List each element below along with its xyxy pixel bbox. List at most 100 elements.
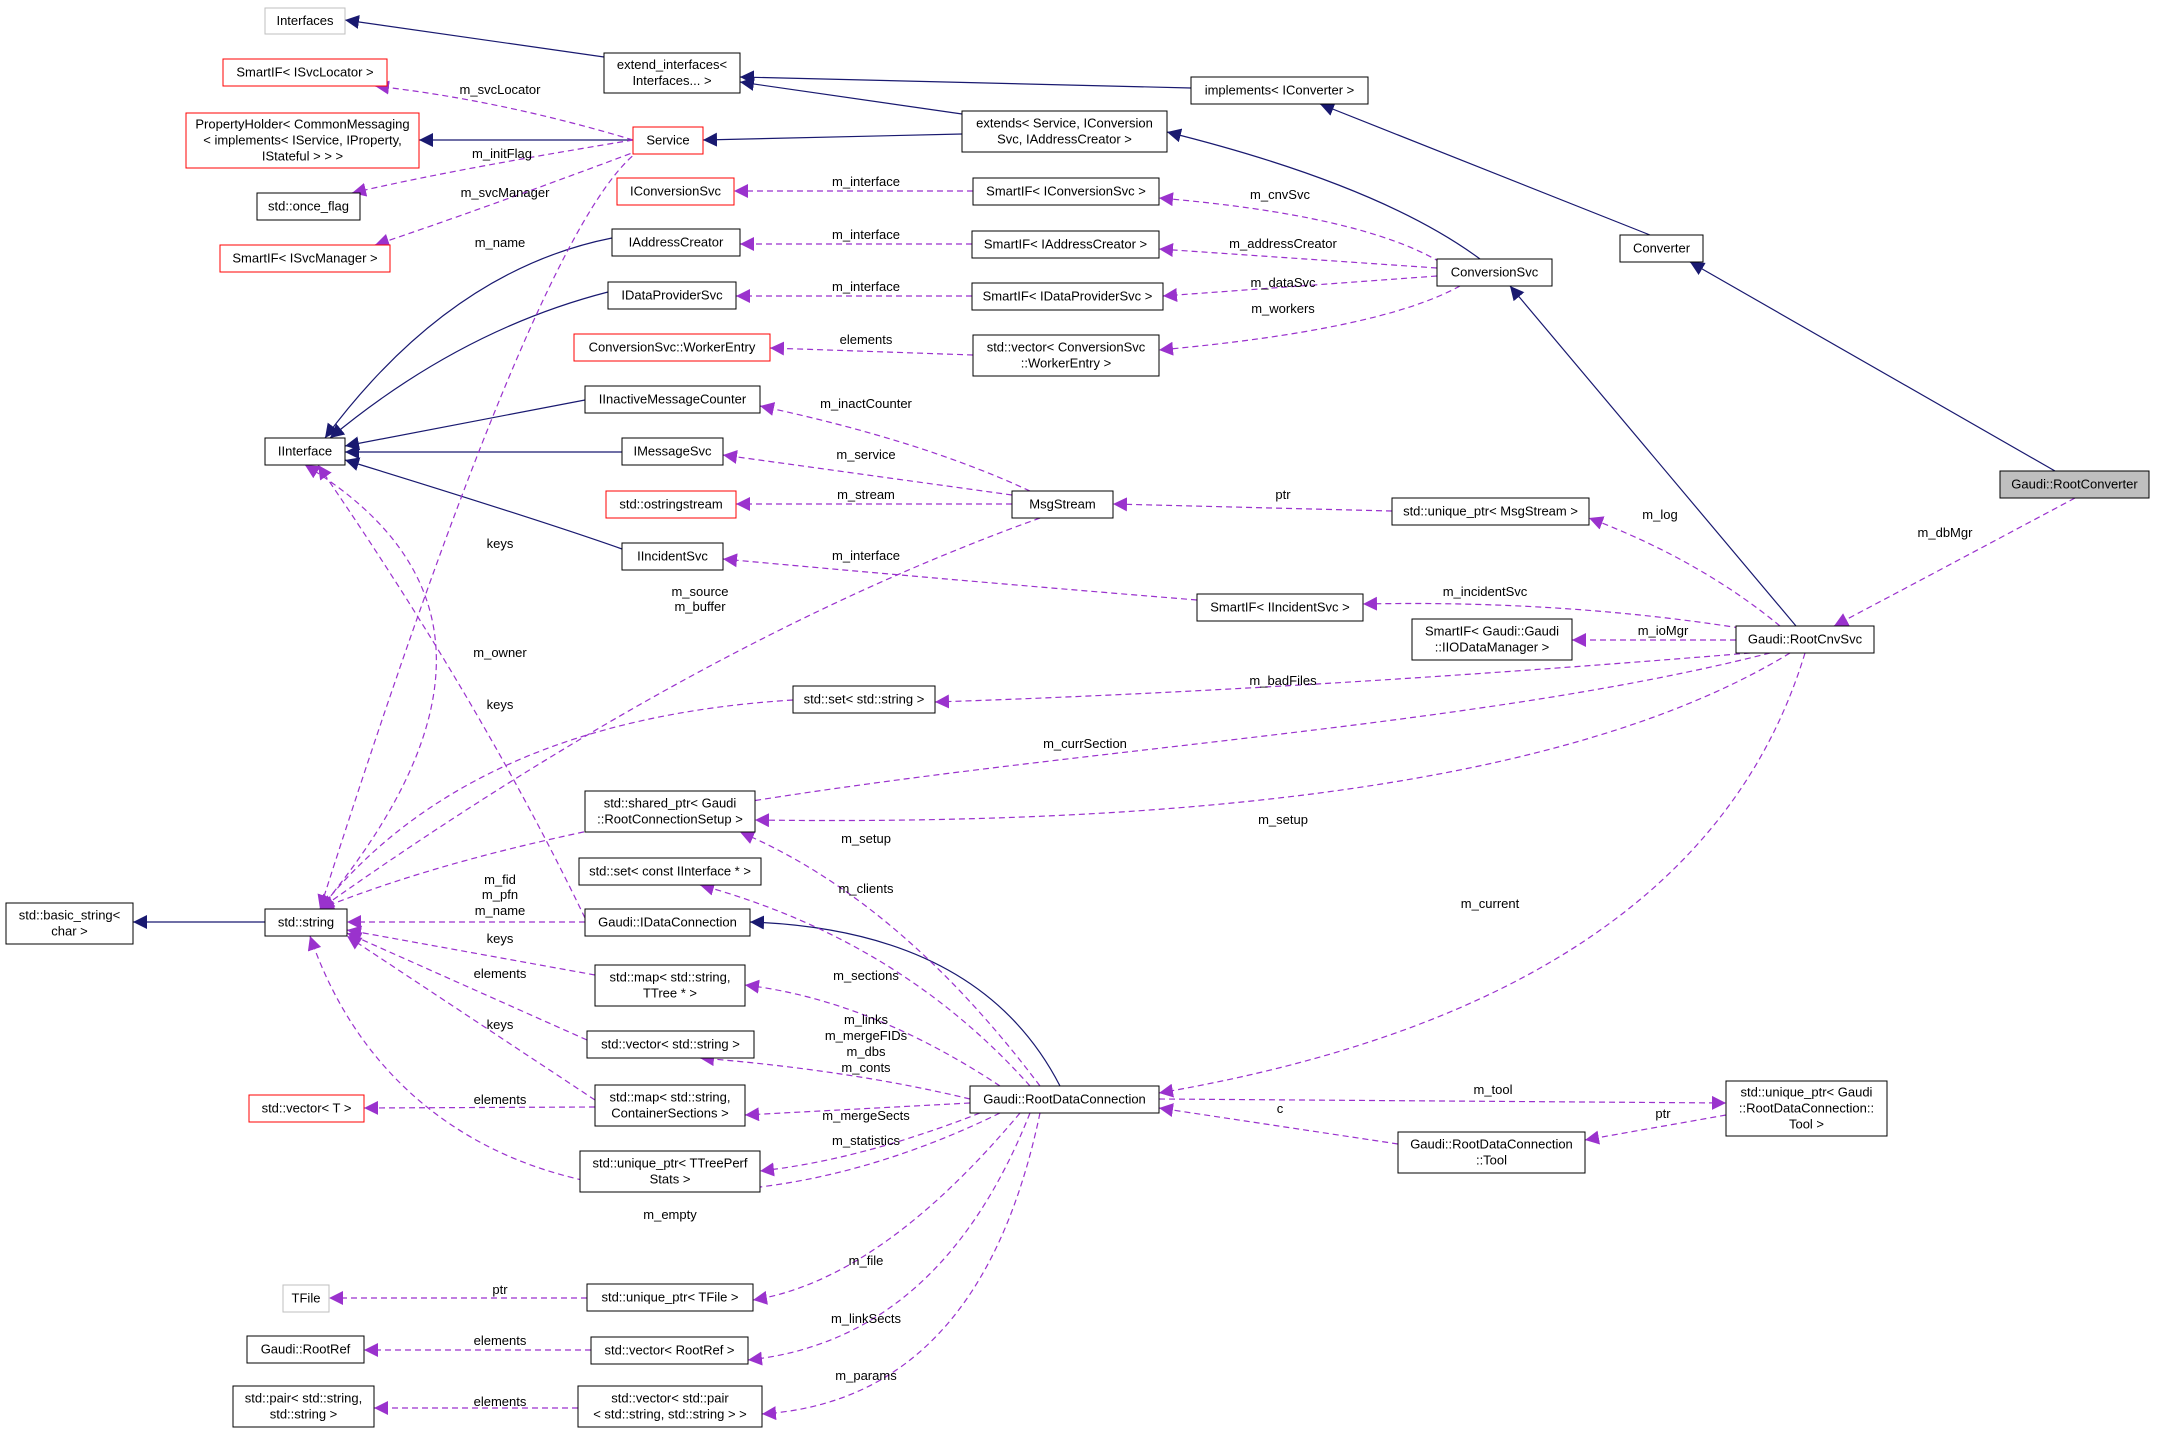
edge-label: keys bbox=[487, 697, 514, 712]
node-iaddresscreator[interactable]: IAddressCreator bbox=[611, 228, 741, 257]
node-smartif_idataprovidersvc[interactable]: SmartIF< IDataProviderSvc > bbox=[971, 282, 1164, 311]
node-smartif_iincidentsvc[interactable]: SmartIF< IIncidentSvc > bbox=[1196, 593, 1364, 622]
usage-edge-rootdataconnection-to-set_iinterface bbox=[699, 881, 1031, 1087]
node-converter[interactable]: Converter bbox=[1619, 234, 1704, 263]
node-box bbox=[594, 1084, 746, 1127]
node-iincidentsvc[interactable]: IIncidentSvc bbox=[621, 542, 724, 571]
edge-label: m_service bbox=[836, 447, 895, 462]
node-interfaces[interactable]: Interfaces bbox=[264, 7, 346, 35]
usage-edge-smartif_iincidentsvc-to-iincidentsvc bbox=[722, 553, 1198, 601]
usage-edge-rootdataconnection-to-vector_rootref bbox=[747, 1112, 1031, 1366]
node-box bbox=[961, 110, 1168, 153]
node-label: ::Tool bbox=[1476, 1153, 1507, 1168]
node-unique_ptr_tool[interactable]: std::unique_ptr< Gaudi::RootDataConnecti… bbox=[1725, 1080, 1888, 1137]
edge-label: m_mergeSects bbox=[822, 1108, 910, 1123]
node-box bbox=[605, 490, 737, 519]
node-shared_ptr_setup[interactable]: std::shared_ptr< Gaudi::RootConnectionSe… bbox=[584, 790, 756, 833]
inheritance-edge-extends-to-service bbox=[702, 132, 963, 147]
node-set_string[interactable]: std::set< std::string > bbox=[792, 685, 936, 714]
node-label: SmartIF< IIncidentSvc > bbox=[1210, 600, 1349, 615]
node-basic_string[interactable]: std::basic_string<char > bbox=[5, 902, 134, 945]
node-vector_t[interactable]: std::vector< T > bbox=[248, 1094, 365, 1123]
node-label: std::vector< std::string > bbox=[601, 1037, 740, 1052]
node-rootdataconnection[interactable]: Gaudi::RootDataConnection bbox=[969, 1085, 1160, 1114]
node-extends[interactable]: extends< Service, IConversionSvc, IAddre… bbox=[961, 110, 1168, 153]
node-std_string[interactable]: std::string bbox=[264, 908, 348, 937]
node-label: Service bbox=[646, 133, 689, 148]
node-rootconverter[interactable]: Gaudi::RootConverter bbox=[1999, 470, 2150, 499]
node-box bbox=[594, 964, 746, 1007]
node-set_iinterface[interactable]: std::set< const IInterface * > bbox=[578, 857, 762, 886]
node-implements[interactable]: implements< IConverter > bbox=[1190, 76, 1369, 105]
node-imessagesvc[interactable]: IMessageSvc bbox=[621, 437, 724, 466]
node-msgstream[interactable]: MsgStream bbox=[1011, 490, 1114, 519]
node-box bbox=[232, 1385, 375, 1428]
node-box bbox=[972, 177, 1160, 206]
node-idataconnection[interactable]: Gaudi::IDataConnection bbox=[584, 908, 751, 937]
node-propertyholder[interactable]: PropertyHolder< CommonMessaging< impleme… bbox=[185, 112, 420, 169]
node-unique_ptr_msgstream[interactable]: std::unique_ptr< MsgStream > bbox=[1391, 497, 1590, 526]
node-iinactivemessagecounter[interactable]: IInactiveMessageCounter bbox=[584, 385, 761, 414]
node-label: < implements< IService, IProperty, bbox=[203, 133, 401, 148]
node-idataprovidersvc[interactable]: IDataProviderSvc bbox=[607, 281, 737, 310]
node-label: ContainerSections > bbox=[611, 1106, 728, 1121]
edge-label: m_name bbox=[475, 235, 526, 250]
node-box bbox=[616, 177, 735, 206]
node-box bbox=[621, 437, 724, 466]
node-pair_string[interactable]: std::pair< std::string,std::string > bbox=[232, 1385, 375, 1428]
node-vector_rootref[interactable]: std::vector< RootRef > bbox=[590, 1336, 749, 1365]
node-label: std::unique_ptr< Gaudi bbox=[1741, 1085, 1873, 1100]
node-box bbox=[1397, 1131, 1586, 1174]
node-vector_workerentry[interactable]: std::vector< ConversionSvc::WorkerEntry … bbox=[972, 334, 1160, 377]
node-rootref[interactable]: Gaudi::RootRef bbox=[246, 1335, 365, 1364]
edge-label: ptr bbox=[1655, 1106, 1671, 1121]
node-tool[interactable]: Gaudi::RootDataConnection::Tool bbox=[1397, 1131, 1586, 1174]
node-ostringstream[interactable]: std::ostringstream bbox=[605, 490, 737, 519]
node-label: std::basic_string< bbox=[19, 908, 121, 923]
inheritance-edge-iinactivemessagecounter-to-iinterface bbox=[344, 399, 586, 451]
node-iconversionsvc[interactable]: IConversionSvc bbox=[616, 177, 735, 206]
node-box bbox=[584, 790, 756, 833]
node-box bbox=[1725, 1080, 1888, 1137]
node-box bbox=[590, 1336, 749, 1365]
node-extend_interfaces[interactable]: extend_interfaces<Interfaces... > bbox=[603, 52, 741, 94]
node-box bbox=[579, 1150, 761, 1193]
node-smartif_svcmanager[interactable]: SmartIF< ISvcManager > bbox=[219, 244, 391, 273]
node-unique_ptr_tfile[interactable]: std::unique_ptr< TFile > bbox=[586, 1283, 754, 1312]
edge-label: m_interface bbox=[832, 227, 900, 242]
usage-edge-tool-to-rootdataconnection bbox=[1158, 1103, 1399, 1145]
node-smartif_iaddresscreator[interactable]: SmartIF< IAddressCreator > bbox=[971, 230, 1160, 259]
node-map_ttree[interactable]: std::map< std::string,TTree * > bbox=[594, 964, 746, 1007]
node-workerentry[interactable]: ConversionSvc::WorkerEntry bbox=[573, 333, 771, 362]
inheritance-edge-idataprovidersvc-to-iinterface bbox=[329, 291, 609, 439]
node-label: IInactiveMessageCounter bbox=[599, 392, 747, 407]
node-smartif_iconversionsvc[interactable]: SmartIF< IConversionSvc > bbox=[972, 177, 1160, 206]
node-label: IIncidentSvc bbox=[637, 549, 708, 564]
node-vector_pair[interactable]: std::vector< std::pair< std::string, std… bbox=[577, 1385, 763, 1428]
node-smartif_iodatamanager[interactable]: SmartIF< Gaudi::Gaudi::IIODataManager > bbox=[1411, 618, 1573, 661]
node-conversionsvc[interactable]: ConversionSvc bbox=[1436, 258, 1553, 287]
node-label: std::shared_ptr< Gaudi bbox=[604, 796, 737, 811]
edge-label: m_owner bbox=[473, 645, 527, 660]
node-iinterface[interactable]: IInterface bbox=[264, 437, 346, 466]
node-box bbox=[1391, 497, 1590, 526]
node-box bbox=[586, 1030, 755, 1059]
node-tfile[interactable]: TFile bbox=[282, 1284, 330, 1313]
node-map_containersections[interactable]: std::map< std::string,ContainerSections … bbox=[594, 1084, 746, 1127]
node-label: std::set< std::string > bbox=[804, 692, 925, 707]
edge-label: m_links bbox=[844, 1012, 889, 1027]
edge-label: m_interface bbox=[832, 548, 900, 563]
inheritance-edge-rootcnvsvc-to-conversionsvc bbox=[1509, 285, 1797, 627]
node-label: Gaudi::RootDataConnection bbox=[983, 1092, 1146, 1107]
node-label: std::unique_ptr< TTreePerf bbox=[592, 1156, 747, 1171]
edge-label: c bbox=[1277, 1101, 1284, 1116]
node-vector_string[interactable]: std::vector< std::string > bbox=[586, 1030, 755, 1059]
node-once_flag[interactable]: std::once_flag bbox=[256, 192, 361, 221]
node-rootcnvsvc[interactable]: Gaudi::RootCnvSvc bbox=[1735, 625, 1875, 654]
node-service[interactable]: Service bbox=[632, 126, 704, 155]
node-smartif_svclocator[interactable]: SmartIF< ISvcLocator > bbox=[222, 58, 388, 87]
inheritance-edge-extends-to-extend_interfaces bbox=[739, 77, 963, 115]
node-label: std::map< std::string, bbox=[609, 1090, 730, 1105]
usage-edge-service-to-smartif_svcmanager bbox=[374, 149, 641, 248]
